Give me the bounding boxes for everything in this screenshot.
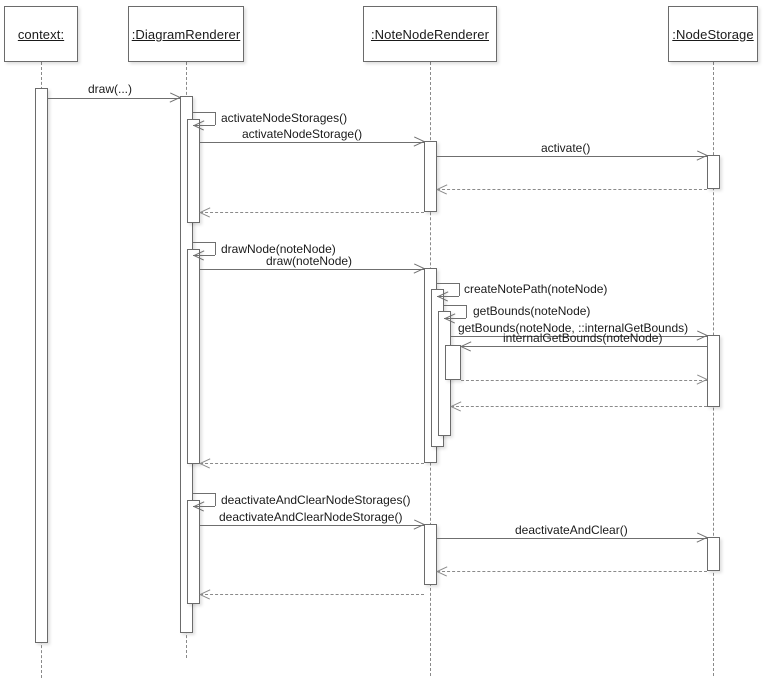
activation-nodestore-deactivateandclear (707, 537, 720, 571)
message-label-deactivateandclear: deactivateAndClear() (515, 523, 628, 537)
lifeline-header-notenoderenderer[interactable]: :NoteNodeRenderer (363, 6, 497, 62)
message-self-deactivatenodestorages (193, 493, 216, 507)
activation-noterend-deactivatenodestorage (424, 524, 437, 585)
message-self-drawnode (193, 242, 216, 256)
message-label-activatenodestorages: activateNodeStorages() (221, 111, 348, 125)
message-line-return-activate (437, 189, 707, 190)
message-line-activate (437, 156, 707, 157)
activation-renderer-activatenodestorages (187, 119, 200, 223)
activation-noterend-activatenodestorage (424, 141, 437, 212)
message-line-return-deactivatenodestorage (200, 594, 424, 595)
message-line-return-getboundscallback (451, 406, 707, 407)
message-line-return-draw (200, 463, 424, 464)
lifeline-label-notenoderenderer: :NoteNodeRenderer (370, 26, 490, 42)
activation-renderer-drawnode (187, 249, 200, 464)
lifeline-label-renderer: :DiagramRenderer (131, 26, 241, 42)
lifeline-header-renderer[interactable]: :DiagramRenderer (128, 6, 244, 62)
message-label-draw: draw(...) (88, 82, 133, 96)
message-self-createnotepath (437, 283, 460, 297)
message-label-drawnode: drawNode(noteNode) (221, 242, 336, 256)
message-label-activate: activate() (541, 141, 591, 155)
message-line-draw (48, 98, 180, 99)
activation-noterend-internalgetbounds (445, 345, 461, 380)
activation-renderer-deactivatenodestorages (187, 500, 200, 604)
message-label-createnotepath: createNotePath(noteNode) (464, 282, 608, 296)
message-line-deactivatenodestorage (200, 525, 424, 526)
message-label-deactivatenodestorages: deactivateAndClearNodeStorages() (221, 493, 411, 507)
message-line-drawnotenode (200, 269, 424, 270)
activation-nodestore-activate (707, 155, 720, 189)
lifeline-header-context[interactable]: context: (4, 6, 78, 62)
message-label-internalgetbounds: internalGetBounds(noteNode) (503, 331, 663, 345)
message-label-deactivatenodestorage: deactivateAndClearNodeStorage() (219, 510, 403, 524)
message-self-getbounds (444, 305, 467, 319)
activation-context (35, 88, 48, 643)
message-label-getboundscallback: getBounds(noteNode, ::internalGetBounds) (458, 321, 689, 335)
message-label-activatenodestorage: activateNodeStorage() (242, 127, 363, 141)
message-line-internalgetbounds (461, 346, 707, 347)
message-line-activatenodestorage (200, 142, 424, 143)
message-line-deactivateandclear (437, 538, 707, 539)
message-line-return-deactivateandclear (437, 571, 707, 572)
message-label-getbounds: getBounds(noteNode) (473, 304, 591, 318)
activation-nodestore-getbounds (707, 335, 720, 407)
message-line-return-activatenodestorage (200, 212, 424, 213)
lifeline-label-nodestorage: :NodeStorage (672, 26, 754, 42)
message-label-drawnotenode: draw(noteNode) (266, 254, 353, 268)
message-self-activatenodestorages (193, 112, 216, 126)
message-line-getboundscallback (451, 336, 707, 337)
lifeline-header-nodestorage[interactable]: :NodeStorage (668, 6, 758, 62)
lifeline-label-context: context: (17, 26, 65, 42)
message-line-return-internalgetbounds (461, 380, 707, 381)
